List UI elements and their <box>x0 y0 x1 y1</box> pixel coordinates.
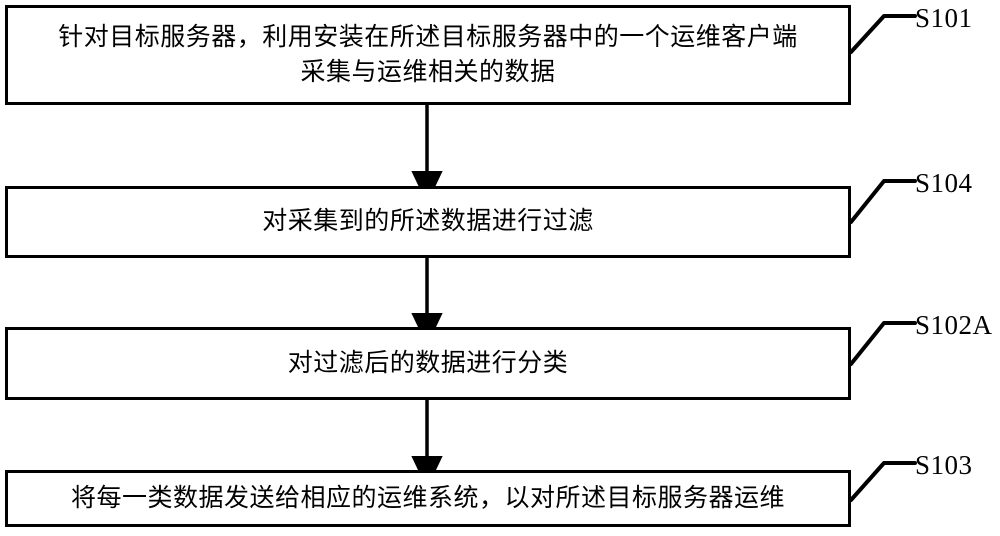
process-box-s102a: 对过滤后的数据进行分类 <box>5 327 851 400</box>
process-box-s102a-text: 对过滤后的数据进行分类 <box>287 349 569 377</box>
process-box-s104-text: 对采集到的所述数据进行过滤 <box>262 208 594 236</box>
process-box-s101-text: 针对目标服务器，利用安装在所述目标服务器中的一个运维客户端 采集与运维相关的数据 <box>58 23 798 87</box>
process-box-s104: 对采集到的所述数据进行过滤 <box>5 186 851 258</box>
step-label-s104: S104 <box>915 168 973 198</box>
leader-line-s101 <box>849 14 917 54</box>
process-box-s103-text: 将每一类数据发送给相应的运维系统，以对所述目标服务器运维 <box>70 484 785 512</box>
leader-line-s104 <box>849 179 917 224</box>
step-label-s103: S103 <box>915 450 973 480</box>
process-box-s101: 针对目标服务器，利用安装在所述目标服务器中的一个运维客户端 采集与运维相关的数据 <box>5 5 851 105</box>
process-box-s103: 将每一类数据发送给相应的运维系统，以对所述目标服务器运维 <box>5 470 851 527</box>
step-label-s101: S101 <box>915 3 973 33</box>
step-label-s102a: S102A <box>915 310 993 340</box>
leader-line-s103 <box>849 461 917 502</box>
leader-line-s102a <box>849 321 917 366</box>
